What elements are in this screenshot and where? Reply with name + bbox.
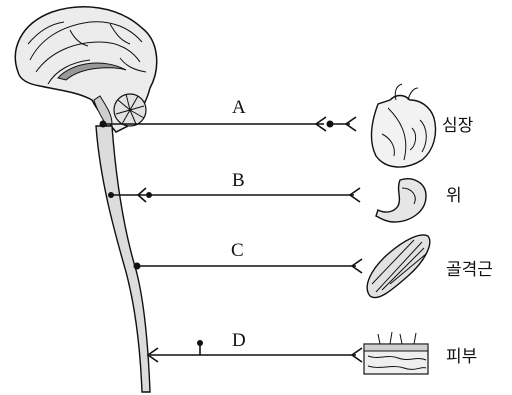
- organ-label-skin: 피부: [446, 347, 477, 367]
- organ-label-muscle: 골격근: [446, 260, 493, 280]
- spinal-cord-icon: [96, 126, 150, 392]
- skin-icon: [364, 332, 428, 374]
- nerve-b: B: [108, 170, 360, 202]
- label-b: B: [232, 170, 245, 191]
- skeletal-muscle-icon: [367, 235, 430, 298]
- stomach-icon: [376, 179, 426, 222]
- nerve-c: C: [134, 240, 363, 273]
- organ-label-heart: 심장: [442, 116, 474, 136]
- label-a: A: [232, 97, 246, 118]
- brain-icon: [15, 7, 156, 132]
- heart-icon: [372, 84, 436, 167]
- label-d: D: [232, 330, 246, 351]
- nerve-d: D: [148, 330, 362, 362]
- cerebellum: [114, 94, 146, 126]
- label-c: C: [231, 240, 244, 261]
- organ-label-stomach: 위: [446, 186, 462, 206]
